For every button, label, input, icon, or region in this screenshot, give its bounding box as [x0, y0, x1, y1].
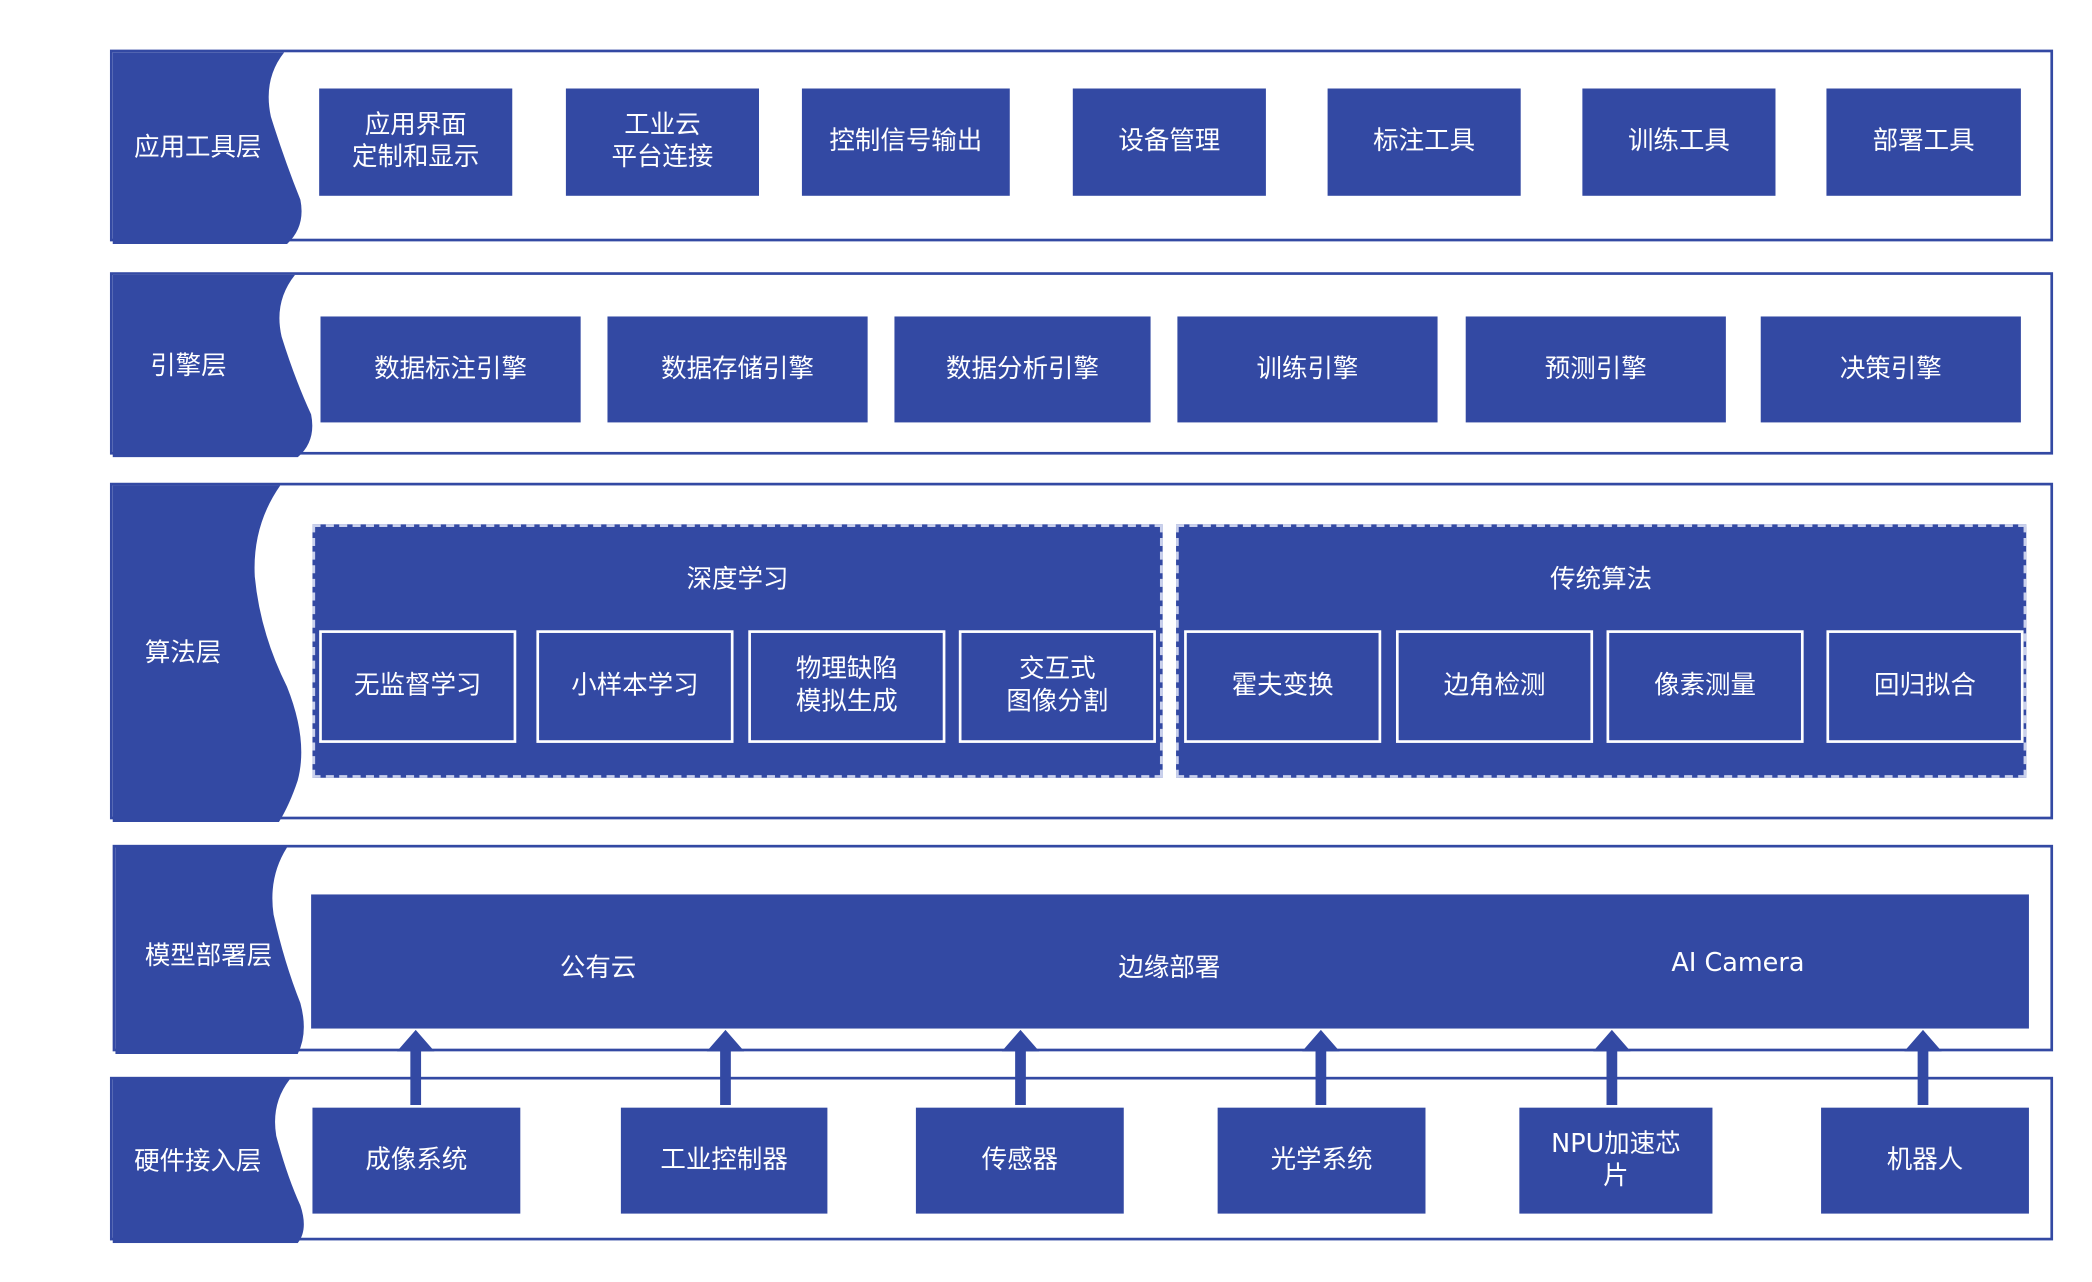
arrow-up-icon [1904, 1029, 1942, 1105]
group-traditional-title: 传统算法 [1550, 564, 1653, 595]
label-wave-shape [112, 485, 302, 823]
algo-pixel-measurement: 像素测量 [1606, 630, 1804, 743]
hw-npu-chip: NPU加速芯 片 [1519, 1107, 1713, 1214]
layer-algorithm: 算法层 深度学习 无监督学习 小样本学习 物理缺陷 模拟生成 交互式 图像分割 … [109, 482, 2054, 823]
algo-regression-fitting: 回归拟合 [1826, 630, 2024, 743]
hw-sensor: 传感器 [915, 1107, 1124, 1214]
algo-unsupervised: 无监督学习 [319, 630, 517, 743]
hw-optical-system: 光学系统 [1217, 1107, 1426, 1214]
label-wave-shape [115, 847, 304, 1055]
arrow-up-icon [396, 1029, 435, 1105]
tool-control-signal: 控制信号输出 [801, 88, 1010, 196]
group-deep-learning: 深度学习 无监督学习 小样本学习 物理缺陷 模拟生成 交互式 图像分割 [312, 524, 1163, 778]
deploy-edge: 边缘部署 [1118, 953, 1221, 983]
hw-robot: 机器人 [1821, 1107, 2029, 1214]
algo-defect-simulation: 物理缺陷 模拟生成 [748, 630, 946, 743]
tool-device-management: 设备管理 [1072, 88, 1266, 196]
engine-prediction: 预测引擎 [1465, 316, 1726, 423]
tool-annotation: 标注工具 [1327, 88, 1521, 196]
algo-few-shot: 小样本学习 [536, 630, 734, 743]
label-wave-shape [112, 274, 313, 458]
layer-model-deploy-label: 模型部署层 [144, 941, 273, 971]
group-deep-learning-title: 深度学习 [686, 564, 789, 595]
engine-data-analysis: 数据分析引擎 [894, 316, 1151, 423]
arrow-up-icon [1593, 1029, 1631, 1105]
layer-engine: 引擎层 数据标注引擎 数据存储引擎 数据分析引擎 训练引擎 预测引擎 决策引擎 [109, 272, 2054, 458]
algo-hough-transform: 霍夫变换 [1184, 630, 1382, 743]
hw-imaging-system: 成像系统 [312, 1107, 521, 1214]
layer-hardware-label: 硬件接入层 [134, 1145, 262, 1176]
arrow-up-icon [1302, 1029, 1340, 1105]
tool-training: 训练工具 [1582, 88, 1776, 196]
deploy-ai-camera: AI Camera [1671, 948, 1805, 978]
engine-training: 训练引擎 [1177, 316, 1438, 423]
tool-deployment: 部署工具 [1826, 88, 2021, 196]
engine-data-storage: 数据存储引擎 [607, 316, 868, 423]
label-wave-shape [112, 52, 302, 245]
arrow-up-icon [1001, 1029, 1040, 1105]
layer-algorithm-label: 算法层 [144, 638, 222, 668]
tool-industrial-cloud: 工业云 平台连接 [565, 88, 760, 196]
layer-app-tools-label: 应用工具层 [134, 132, 262, 163]
engine-decision: 决策引擎 [1760, 316, 2021, 423]
engine-data-annotation: 数据标注引擎 [320, 316, 581, 423]
group-traditional: 传统算法 霍夫变换 边角检测 像素测量 回归拟合 [1176, 524, 2027, 778]
deploy-public-cloud: 公有云 [559, 953, 637, 983]
algo-interactive-segmentation: 交互式 图像分割 [958, 630, 1156, 743]
label-wave-shape [112, 1079, 304, 1244]
layer-app-tools: 应用工具层 应用界面 定制和显示 工业云 平台连接 控制信号输出 设备管理 标注… [109, 49, 2054, 245]
layer-engine-label: 引擎层 [150, 350, 227, 381]
tool-ui-customization: 应用界面 定制和显示 [319, 88, 513, 196]
algo-corner-detection: 边角检测 [1395, 630, 1594, 743]
layer-model-deploy: 模型部署层 公有云 边缘部署 AI Camera [112, 844, 2054, 1055]
deployment-bar: 公有云 边缘部署 AI Camera [311, 894, 2029, 1029]
hw-industrial-controller: 工业控制器 [620, 1107, 828, 1214]
arrow-up-icon [706, 1029, 745, 1105]
layer-hardware: 硬件接入层 成像系统 工业控制器 传感器 光学系统 NPU加速芯 片 机器人 [109, 1076, 2054, 1244]
